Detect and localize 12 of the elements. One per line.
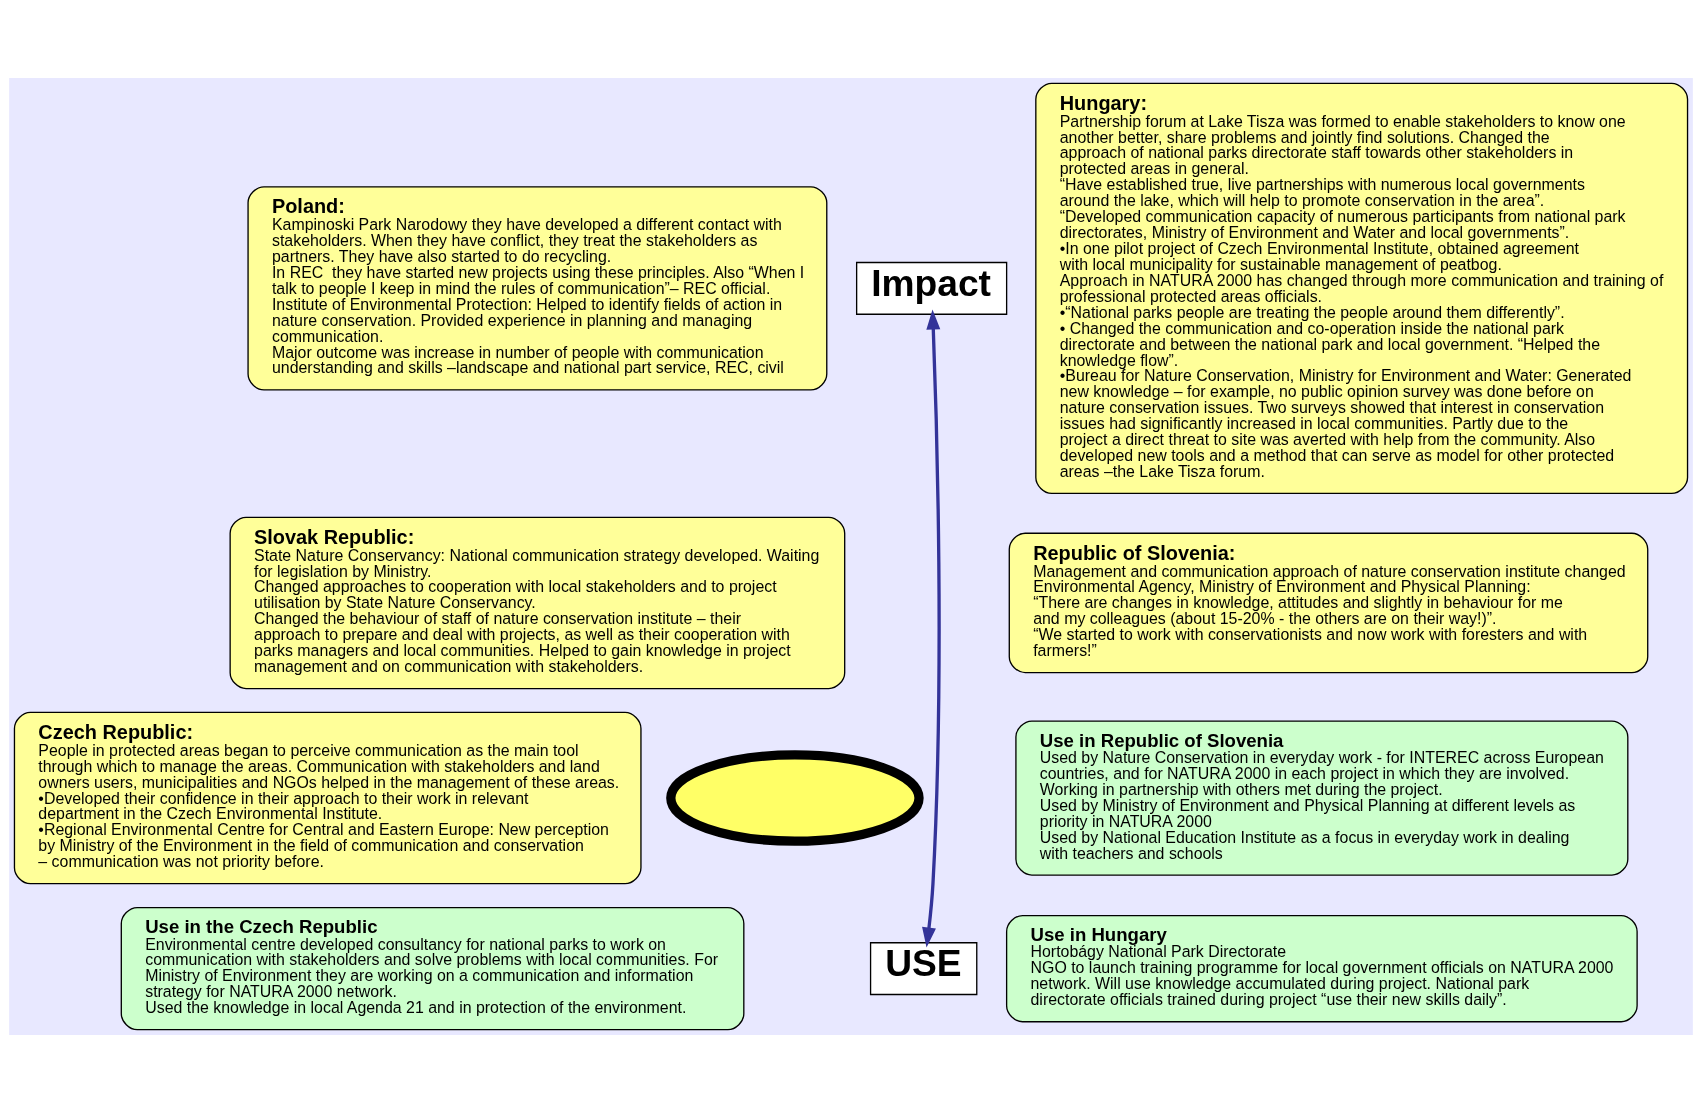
node-box: Republic of Slovenia: Management and communication approach of nature conservation institute changed Environmental Agency, Ministry of Environment and Physical Planning: “There are changes in knowledge, attitudes and slightly in behaviour for me and my colleagues (about 15-20% - the others are on their way!)”. “We started to work with conservationists and now work with foresters and with farmers!” [1008, 532, 1648, 674]
node-box: Use in the Czech Republic Environmental centre developed consultancy for national parks to work on communication with stakeholders and solve problems with local communities. For Ministry of Environment they are working on a communication and information strategy for NATURA 2000 network. Used the knowledge in local Agenda 21 and in protection of the environment. [120, 906, 744, 1031]
node-box: Use in Republic of Slovenia Used by Nature Conservation in everyday work - for INTEREC across European countries, and for NATURA 2000 in each project in which they are involved. Working in partnership with others met during the project. Used by Ministry of Environment and Physical Planning at different levels as priority in NATURA 2000 Used by National Education Institute as a focus in everyday work in dealing with teachers and schools [1014, 720, 1628, 876]
arrow [921, 309, 941, 948]
node-circle [665, 750, 924, 846]
node-box: Slovak Republic: State Nature Conservancy: National communication strategy developed. Waiting for legislation by Ministry. Changed approaches to cooperation with local stakeholders and to project utilisation by State Nature Conservancy. Changed the behaviour of staff of nature conservation institute – their approach to prepare and deal with projects, as well as their cooperation with parks managers and local communities. Helped to gain knowledge in project management and on communication with stakeholders. [228, 516, 845, 690]
node-box: Czech Republic: People in protected areas began to perceive communication as the main tool through which to manage the areas. Communication with stakeholders and land owners users, municipalities and NGOs helped in the management of these areas. •Developed their confidence in their approach to their work in relevant department in the Czech Environmental Institute. •Regional Environmental Centre for Central and Eastern Europe: New perception by Ministry of the Environment in the field of communication and conservation – communication was not priority before. [13, 711, 642, 885]
node-box: Impact [855, 261, 1007, 315]
node-box: Hungary: Partnership forum at Lake Tisza was formed to enable stakeholders to know one another better, share problems and jointly find solutions. Changed the approach of national parks directorate staff towards other stakeholders in protected areas in general. “Have established true, live partnerships with numerous local governments around the lake, which will help to promote conservation in the area”. “Developed communication capacity of numerous participants from national park directorates, Ministry of Environment and Water and local governments”. •In one pilot project of Czech Environmental Institute, obtained agreement with local municipality for sustainable management of peatbog. Approach in NATURA 2000 has changed through more communication and training of professional protected areas officials. •“National parks people are treating the people around them differently”. • Changed the communication and co-operation inside the national park directorate and between the national park and local government. “Helped the knowledge flow”. •Bureau for Nature Conservation, Ministry for Environment and Water: Generated new knowledge – for example, no public opinion survey was done before on nature conservation issues. Two surveys showed that interest in conservation issues had significantly increased in local communities. Partly due to the project a direct threat to site was averted with help from the community. Also developed new tools and a method that can serve as model for other protected areas –the Lake Tisza forum. [1034, 82, 1688, 495]
node-box: Use in Hungary Hortobágy National Park Directorate NGO to launch training programme for local government officials on NATURA 2000 network. Will use knowledge accumulated during project. National park directorate officials trained during project “use their new skills daily”. [1005, 914, 1638, 1023]
node-box: Poland: Kampinoski Park Narodowy they have developed a different contact with stakeholders. When they have conflict, they treat the stakeholders as partners. They have also started to do recycling. In REC they have started new projects using these principles. Also “When I talk to people I keep in mind the rules of communication”– REC official. Institute of Environmental Protection: Helped to identify fields of action in nature conservation. Provided experience in planning and managing communication. Major outcome was increase in number of people with communication understanding and skills –landscape and national part service, REC, civil [246, 186, 827, 391]
node-box: USE [869, 942, 977, 996]
